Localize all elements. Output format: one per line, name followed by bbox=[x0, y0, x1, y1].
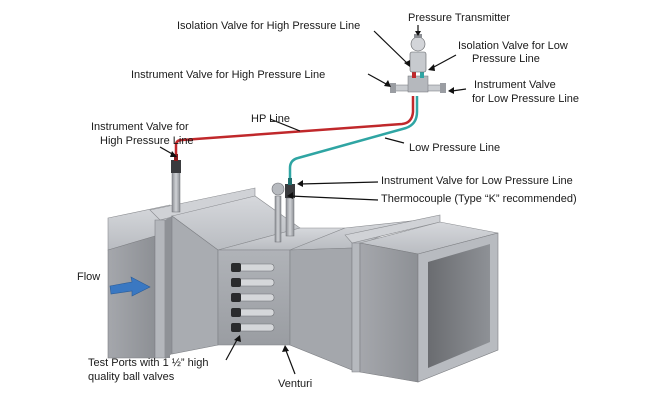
test-port bbox=[231, 293, 275, 302]
label-pressure-transmitter: Pressure Transmitter bbox=[408, 12, 511, 24]
label-instrument-valve-high-left-2: High Pressure Line bbox=[100, 135, 194, 147]
flow-arrow bbox=[109, 276, 151, 297]
label-isolation-valve-low-1: Isolation Valve for Low bbox=[458, 40, 568, 52]
label-isolation-valve-high: Isolation Valve for High Pressure Line bbox=[177, 20, 361, 32]
thermocouple bbox=[271, 182, 285, 243]
label-test-ports-1: Test Ports with 1 ½” high bbox=[88, 357, 209, 369]
label-thermocouple: Thermocouple (Type “K” recommended) bbox=[381, 193, 577, 205]
test-port bbox=[231, 308, 275, 317]
label-instrument-valve-high-left-1: Instrument Valve for bbox=[91, 121, 189, 133]
low-pressure-tap bbox=[285, 178, 295, 237]
label-hp-line: HP Line bbox=[251, 113, 290, 125]
test-port bbox=[231, 323, 275, 332]
label-instrument-valve-low-top-2: for Low Pressure Line bbox=[472, 93, 579, 105]
label-venturi: Venturi bbox=[278, 378, 313, 390]
label-instrument-valve-low-top-1: Instrument Valve bbox=[474, 79, 556, 91]
test-port bbox=[231, 278, 275, 287]
label-flow: Flow bbox=[77, 271, 101, 283]
label-instrument-valve-high-top: Instrument Valve for High Pressure Line bbox=[131, 69, 326, 81]
leader-arrows bbox=[159, 25, 467, 375]
label-instrument-valve-low-right: Instrument Valve for Low Pressure Line bbox=[381, 175, 573, 187]
label-isolation-valve-low-2: Pressure Line bbox=[472, 53, 540, 65]
label-test-ports-2: quality ball valves bbox=[88, 371, 175, 383]
valve-manifold bbox=[390, 70, 446, 93]
label-low-pressure-line: Low Pressure Line bbox=[409, 142, 501, 154]
pressure-transmitter bbox=[409, 34, 427, 73]
outlet-duct bbox=[359, 221, 499, 383]
test-ports bbox=[231, 263, 275, 332]
hp-line bbox=[174, 96, 415, 154]
low-pressure-line bbox=[288, 96, 419, 178]
test-port bbox=[231, 263, 275, 272]
high-pressure-tap bbox=[171, 154, 181, 213]
